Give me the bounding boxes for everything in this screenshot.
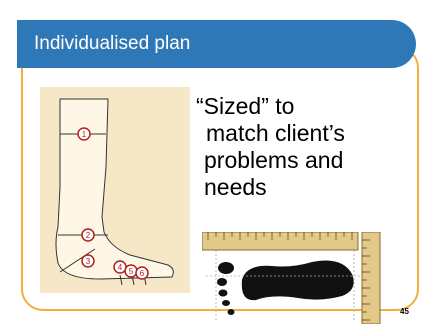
vertical-ruler — [361, 232, 381, 324]
horizontal-ruler-ticks — [207, 232, 353, 240]
svg-text:4: 4 — [118, 263, 123, 272]
measure-marker-2: 2 — [81, 228, 95, 242]
leg-measurement-diagram: 1 2 3 4 5 6 — [40, 87, 190, 293]
measure-marker-1: 1 — [77, 127, 91, 141]
svg-text:1: 1 — [82, 130, 87, 139]
measure-marker-6: 6 — [135, 266, 149, 280]
title-bar — [17, 20, 416, 68]
measure-marker-5: 5 — [124, 264, 138, 278]
body-line-1: “Sized” to — [196, 93, 295, 119]
measure-marker-3: 3 — [81, 254, 95, 268]
body-line-3: problems and — [204, 147, 344, 173]
svg-text:3: 3 — [86, 257, 91, 266]
body-line-4: needs — [204, 174, 267, 200]
horizontal-ruler — [202, 232, 359, 251]
svg-text:6: 6 — [140, 269, 145, 278]
body-line-2: match client’s — [206, 120, 345, 146]
measure-line-3 — [59, 248, 96, 273]
slide-title: Individualised plan — [34, 33, 191, 54]
foot-sizing-ruler — [202, 232, 381, 324]
footprint — [217, 260, 354, 315]
body-text: “Sized” to match client’s problems and n… — [196, 93, 411, 201]
vertical-ruler-ticks — [362, 239, 370, 321]
svg-text:2: 2 — [86, 231, 91, 240]
measure-line-4 — [119, 274, 123, 286]
svg-text:5: 5 — [129, 267, 134, 276]
measure-marker-4: 4 — [113, 260, 127, 274]
page-number: 45 — [400, 307, 409, 316]
